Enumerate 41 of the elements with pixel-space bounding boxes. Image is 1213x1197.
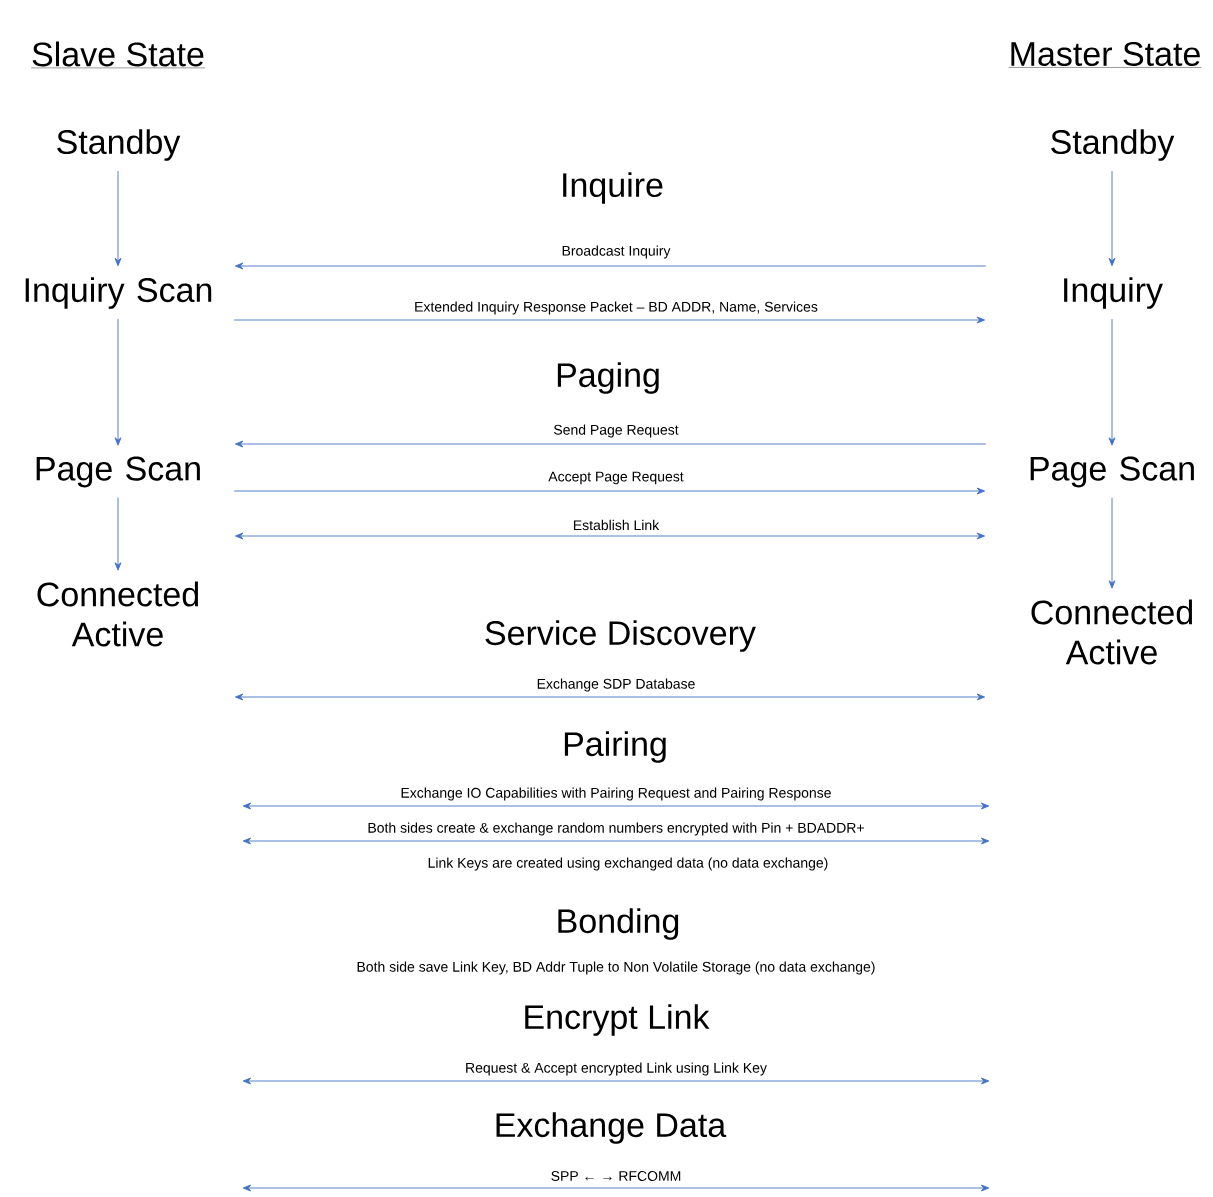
state-label: Standby bbox=[1051, 129, 1175, 161]
section-heading: Pairing bbox=[564, 731, 666, 763]
message-arrow bbox=[234, 693, 986, 701]
arrow-label: Exchange IO Capabilities with Pairing Request and Pairing Response bbox=[399, 786, 833, 802]
state-label: Standby bbox=[57, 129, 181, 161]
column-heading: Master State bbox=[1008, 41, 1202, 68]
edge-label: Broadcast Inquiry bbox=[560, 244, 672, 260]
note: Both side save Link Key, BD Addr Tuple to Non Volatile Storage (no data exchange) bbox=[357, 961, 875, 975]
column-heading: Slave State bbox=[30, 41, 206, 69]
edge-label: Send Page Request bbox=[552, 423, 680, 439]
note: Link Keys are created using exchanged data (no data exchange) bbox=[428, 857, 828, 871]
edge-label: Accept Page Request bbox=[547, 470, 685, 486]
state-label: Inquiry Scan bbox=[25, 277, 212, 309]
arrow bbox=[1108, 170, 1116, 267]
section-heading: Encrypt Link bbox=[525, 1004, 710, 1036]
edge-label: Establish Link bbox=[571, 518, 661, 532]
arrow bbox=[114, 497, 122, 571]
section-heading: Bonding bbox=[558, 908, 679, 940]
arrow bbox=[1108, 497, 1116, 589]
section-heading: Service Discovery bbox=[485, 620, 756, 652]
edge-label: Exchange SDP Database bbox=[535, 677, 697, 693]
section-heading: Inquire bbox=[563, 172, 663, 204]
message-arrow bbox=[233, 487, 986, 495]
state-label: Page Scan bbox=[36, 456, 200, 488]
message-arrow bbox=[234, 532, 986, 540]
section-heading: Paging bbox=[557, 362, 659, 394]
arrow-label: Both sides create & exchange random numbers encrypted with Pin + BDADDR+ bbox=[366, 821, 866, 837]
state-label: Connected Active bbox=[1031, 599, 1192, 665]
message-arrow bbox=[234, 440, 987, 448]
edge-label: Extended Inquiry Response Packet – BD ADDR, Name, Services bbox=[413, 300, 819, 316]
state-label: Inquiry bbox=[1064, 277, 1163, 309]
message-arrow bbox=[234, 262, 987, 270]
section-heading: Exchange Data bbox=[496, 1112, 727, 1144]
arrow bbox=[114, 170, 122, 267]
state-label: Connected Active bbox=[37, 581, 198, 647]
arrow bbox=[1108, 318, 1116, 446]
arrow-label: SPP ← → RFCOMM bbox=[549, 1170, 683, 1182]
arrow-label: Request & Accept encrypted Link using Link Key bbox=[464, 1061, 768, 1077]
message-arrow bbox=[233, 316, 986, 324]
arrow bbox=[114, 318, 122, 446]
state-label: Page Scan bbox=[1030, 456, 1194, 488]
